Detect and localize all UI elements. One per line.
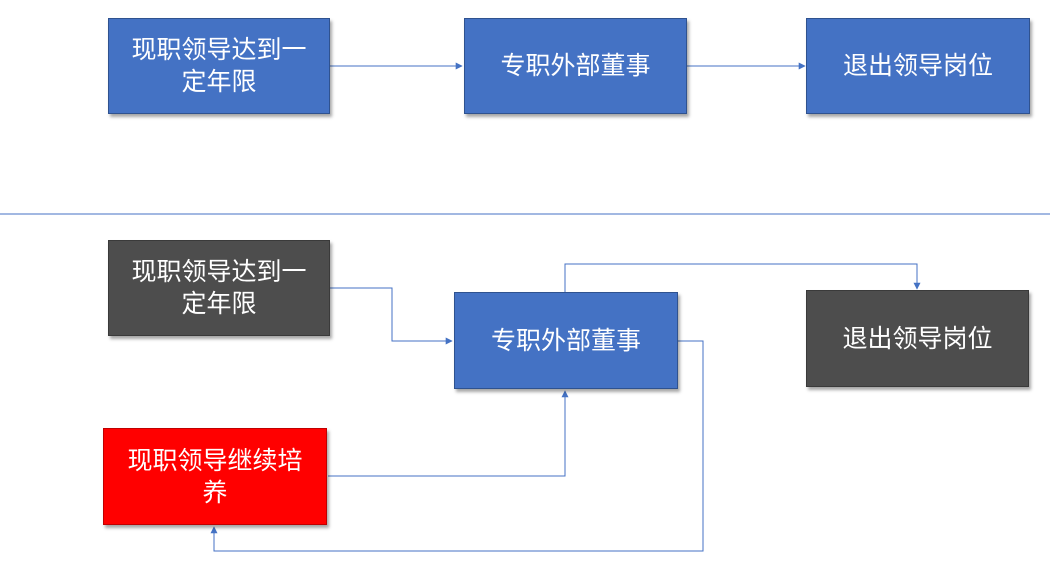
bottom-node-exit-leadership-label: 退出领导岗位 xyxy=(842,323,993,353)
bottom-node-leader-tenure[interactable]: 现职领导达到一定年限 xyxy=(108,240,330,336)
top-node-leader-tenure[interactable]: 现职领导达到一定年限 xyxy=(108,18,330,114)
top-node-exit-leadership[interactable]: 退出领导岗位 xyxy=(806,18,1030,114)
bottom-arrow-training-to-director xyxy=(328,390,569,477)
top-node-external-director-label: 专职外部董事 xyxy=(500,51,651,80)
bottom-node-external-director-label: 专职外部董事 xyxy=(490,325,641,355)
bottom-node-leader-tenure-label: 现职领导达到一定年限 xyxy=(131,257,307,318)
bottom-node-external-director[interactable]: 专职外部董事 xyxy=(454,292,678,389)
bottom-node-exit-leadership[interactable]: 退出领导岗位 xyxy=(806,290,1029,387)
top-node-exit-leadership-label: 退出领导岗位 xyxy=(842,51,993,80)
bottom-arrow-director-to-exit xyxy=(564,263,921,292)
top-node-leader-tenure-label: 现职领导达到一定年限 xyxy=(131,35,307,96)
top-node-external-director[interactable]: 专职外部董事 xyxy=(464,18,687,114)
bottom-arrow-director-to-training xyxy=(210,340,704,552)
bottom-node-continue-training[interactable]: 现职领导继续培养 xyxy=(103,428,327,525)
bottom-node-continue-training-label: 现职领导继续培养 xyxy=(127,445,303,507)
bottom-arrow-start-to-director xyxy=(330,287,453,345)
